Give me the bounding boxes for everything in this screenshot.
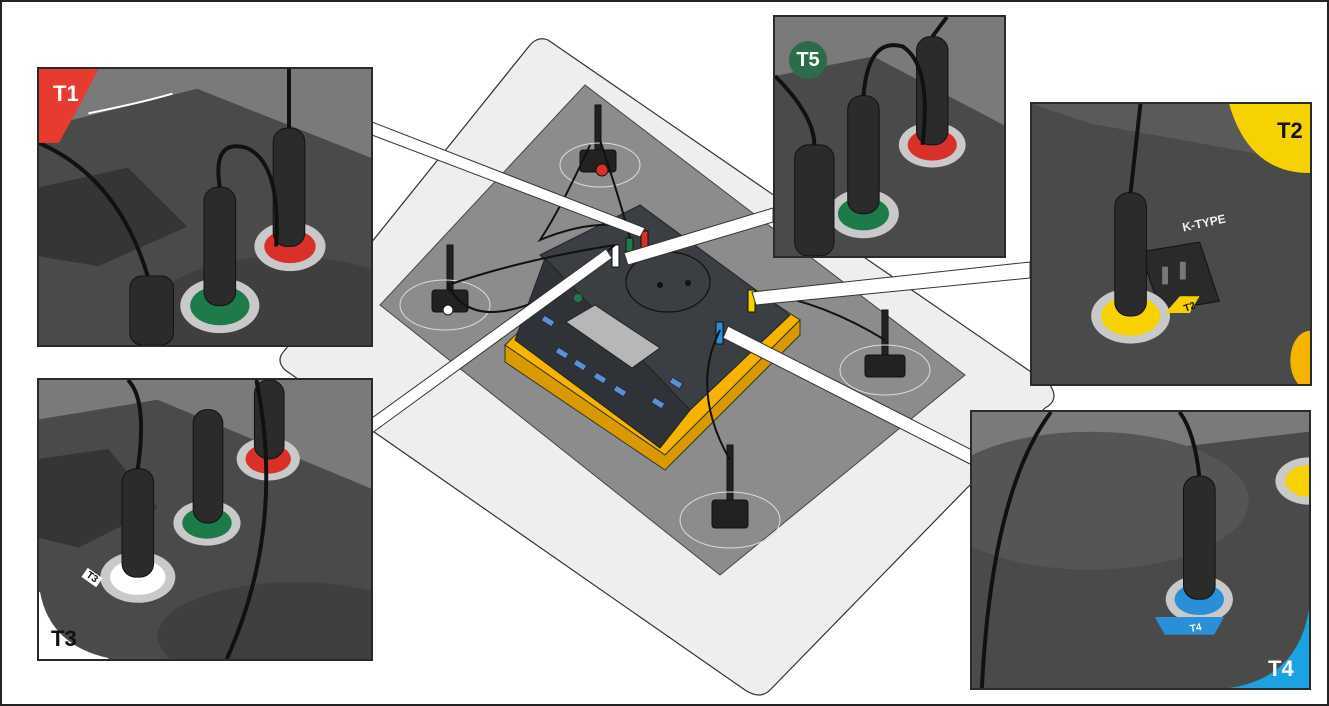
inset-t4-socket-label: T4: [1189, 622, 1202, 635]
inset-t4-label: T4: [1268, 658, 1294, 680]
inset-t2-label: T2: [1277, 120, 1303, 142]
inset-t4: T4 T4: [970, 410, 1311, 690]
inset-t1-label: T1: [53, 83, 79, 105]
inset-t1: T1: [37, 67, 373, 347]
inset-t3-label: T3: [51, 628, 77, 650]
inset-t4-illustration: [972, 412, 1309, 688]
inset-t1-illustration: [39, 69, 371, 345]
inset-t2: K-TYPE T2 T2: [1030, 102, 1312, 386]
inset-t2-illustration: [1032, 104, 1310, 384]
inset-t3-illustration: [39, 380, 371, 659]
inset-t5-label: T5: [789, 41, 827, 79]
inset-t3: T3 T3: [37, 378, 373, 661]
inset-t5: T5: [773, 15, 1006, 258]
